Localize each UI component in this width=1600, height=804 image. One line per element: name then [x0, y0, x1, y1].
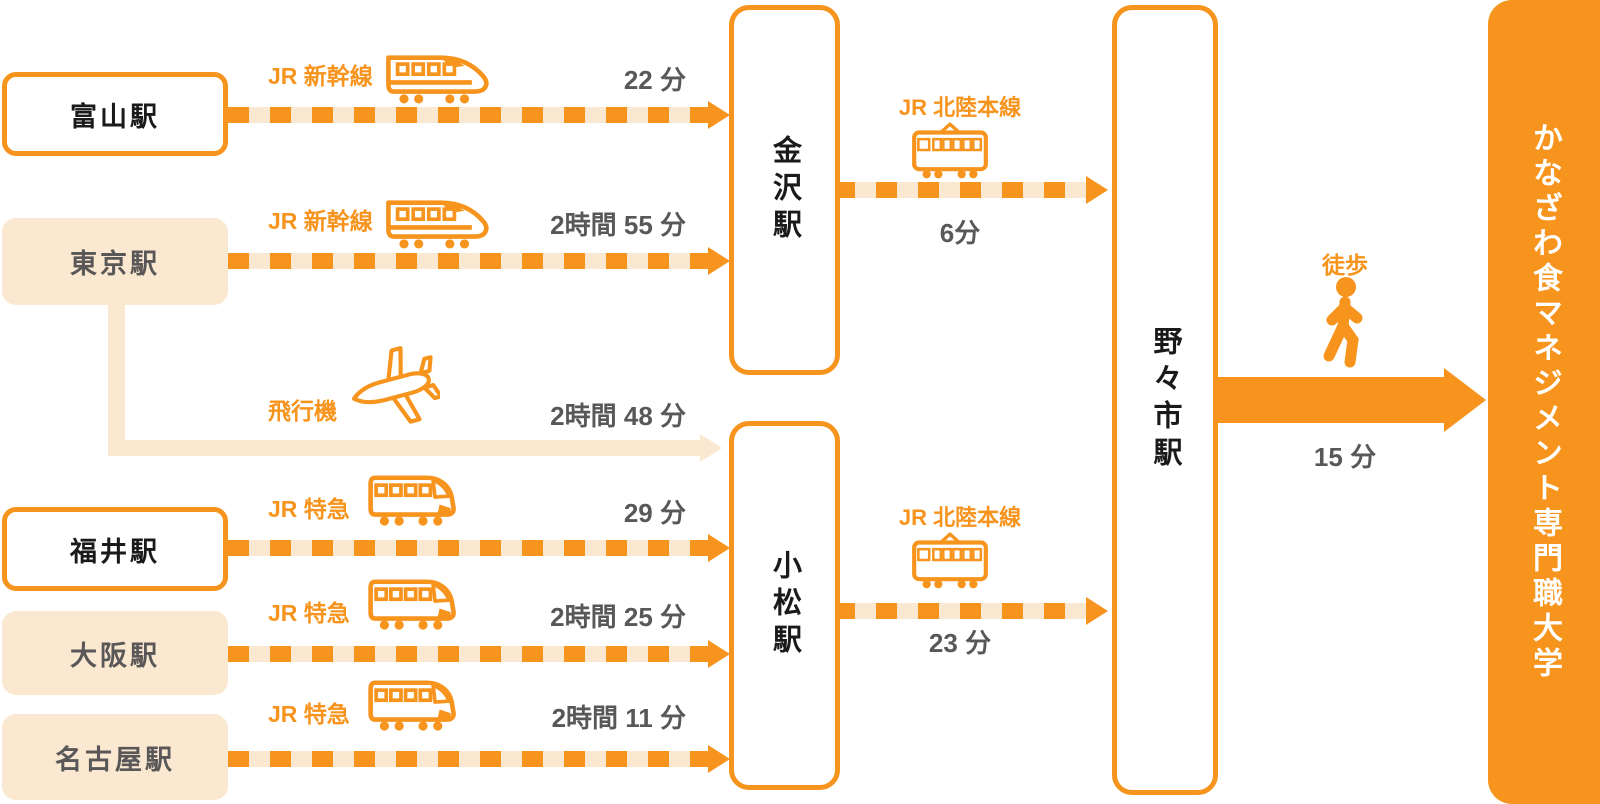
time-label-osaka-komatsu: 2時間 25 分 [550, 602, 686, 632]
mode-label-nagoya-komatsu: JR 特急 [268, 701, 350, 727]
station-box-nonoichi: 野々市駅 [1112, 5, 1218, 795]
express-train-icon [366, 672, 458, 734]
route-arrowhead-nagoya-komatsu [708, 745, 730, 773]
mode-label-nonoichi-university: 徒歩 [1322, 252, 1368, 278]
express-train-icon [366, 467, 458, 529]
station-box-fukui: 福井駅 [2, 507, 228, 591]
route-arrowhead-komatsu-nonoichi [1086, 597, 1108, 625]
shinkansen-icon [382, 191, 492, 251]
station-label-osaka: 大阪駅 [70, 640, 160, 671]
route-arrowhead-osaka-komatsu [708, 640, 730, 668]
route-line-osaka-komatsu [228, 646, 708, 662]
route-arrowhead-nonoichi-university [1444, 368, 1486, 432]
time-label-toyama-kanazawa: 22 分 [623, 65, 686, 95]
route-connector-tokyo-vertical [108, 303, 125, 448]
time-label-tokyo-kanazawa: 2時間 55 分 [550, 210, 686, 240]
station-label-kanazawa: 金沢駅 [768, 134, 801, 246]
route-arrowhead-kanazawa-nonoichi [1086, 176, 1108, 204]
local-train-icon [902, 120, 998, 180]
route-line-toyama-kanazawa [228, 107, 708, 123]
station-box-komatsu: 小松駅 [729, 421, 840, 790]
route-line-nonoichi-university [1218, 377, 1444, 423]
route-line-kanazawa-nonoichi [834, 182, 1086, 198]
time-label-kanazawa-nonoichi: 6分 [939, 218, 981, 248]
station-box-nagoya: 名古屋駅 [2, 714, 228, 800]
station-label-nonoichi: 野々市駅 [1149, 326, 1181, 474]
route-line-nagoya-komatsu [228, 751, 708, 767]
station-label-toyama: 富山駅 [70, 101, 160, 132]
station-label-tokyo: 東京駅 [70, 249, 160, 279]
route-arrowhead-tokyo-kanazawa [708, 247, 730, 275]
university-label: かなざわ食マネジメント専門職大学 [1528, 122, 1561, 682]
time-label-nagoya-komatsu: 2時間 11 分 [551, 703, 686, 733]
shinkansen-icon [382, 46, 492, 106]
station-box-kanazawa: 金沢駅 [729, 5, 840, 375]
time-label-nonoichi-university: 15 分 [1313, 442, 1377, 472]
station-label-nagoya: 名古屋駅 [55, 744, 175, 775]
station-label-fukui: 福井駅 [70, 536, 160, 567]
time-label-fukui-komatsu: 29 分 [623, 498, 686, 528]
airplane-icon [348, 342, 440, 434]
route-line-fukui-komatsu [228, 540, 708, 556]
mode-label-fukui-komatsu: JR 特急 [268, 496, 350, 522]
station-label-komatsu: 小松駅 [768, 550, 801, 661]
route-line-komatsu-nonoichi [834, 603, 1086, 619]
mode-label-tokyo-komatsu: 飛行機 [268, 398, 337, 424]
mode-label-osaka-komatsu: JR 特急 [268, 600, 350, 626]
mode-label-tokyo-kanazawa: JR 新幹線 [268, 208, 373, 234]
route-line-tokyo-komatsu [108, 440, 700, 456]
route-line-tokyo-kanazawa [228, 253, 708, 269]
route-arrowhead-toyama-kanazawa [708, 101, 730, 129]
walking-person-icon [1312, 276, 1378, 372]
local-train-icon [902, 530, 998, 590]
time-label-tokyo-komatsu: 2時間 48 分 [550, 401, 686, 431]
station-box-tokyo: 東京駅 [2, 218, 228, 305]
mode-label-komatsu-nonoichi: JR 北陸本線 [898, 505, 1022, 530]
university-box: かなざわ食マネジメント専門職大学 [1488, 0, 1600, 804]
time-label-komatsu-nonoichi: 23 分 [928, 628, 992, 658]
station-box-toyama: 富山駅 [2, 72, 228, 156]
express-train-icon [366, 571, 458, 633]
station-box-osaka: 大阪駅 [2, 611, 228, 695]
mode-label-toyama-kanazawa: JR 新幹線 [268, 63, 373, 89]
route-arrowhead-tokyo-komatsu [700, 434, 722, 462]
mode-label-kanazawa-nonoichi: JR 北陸本線 [898, 95, 1022, 120]
route-arrowhead-fukui-komatsu [708, 534, 730, 562]
